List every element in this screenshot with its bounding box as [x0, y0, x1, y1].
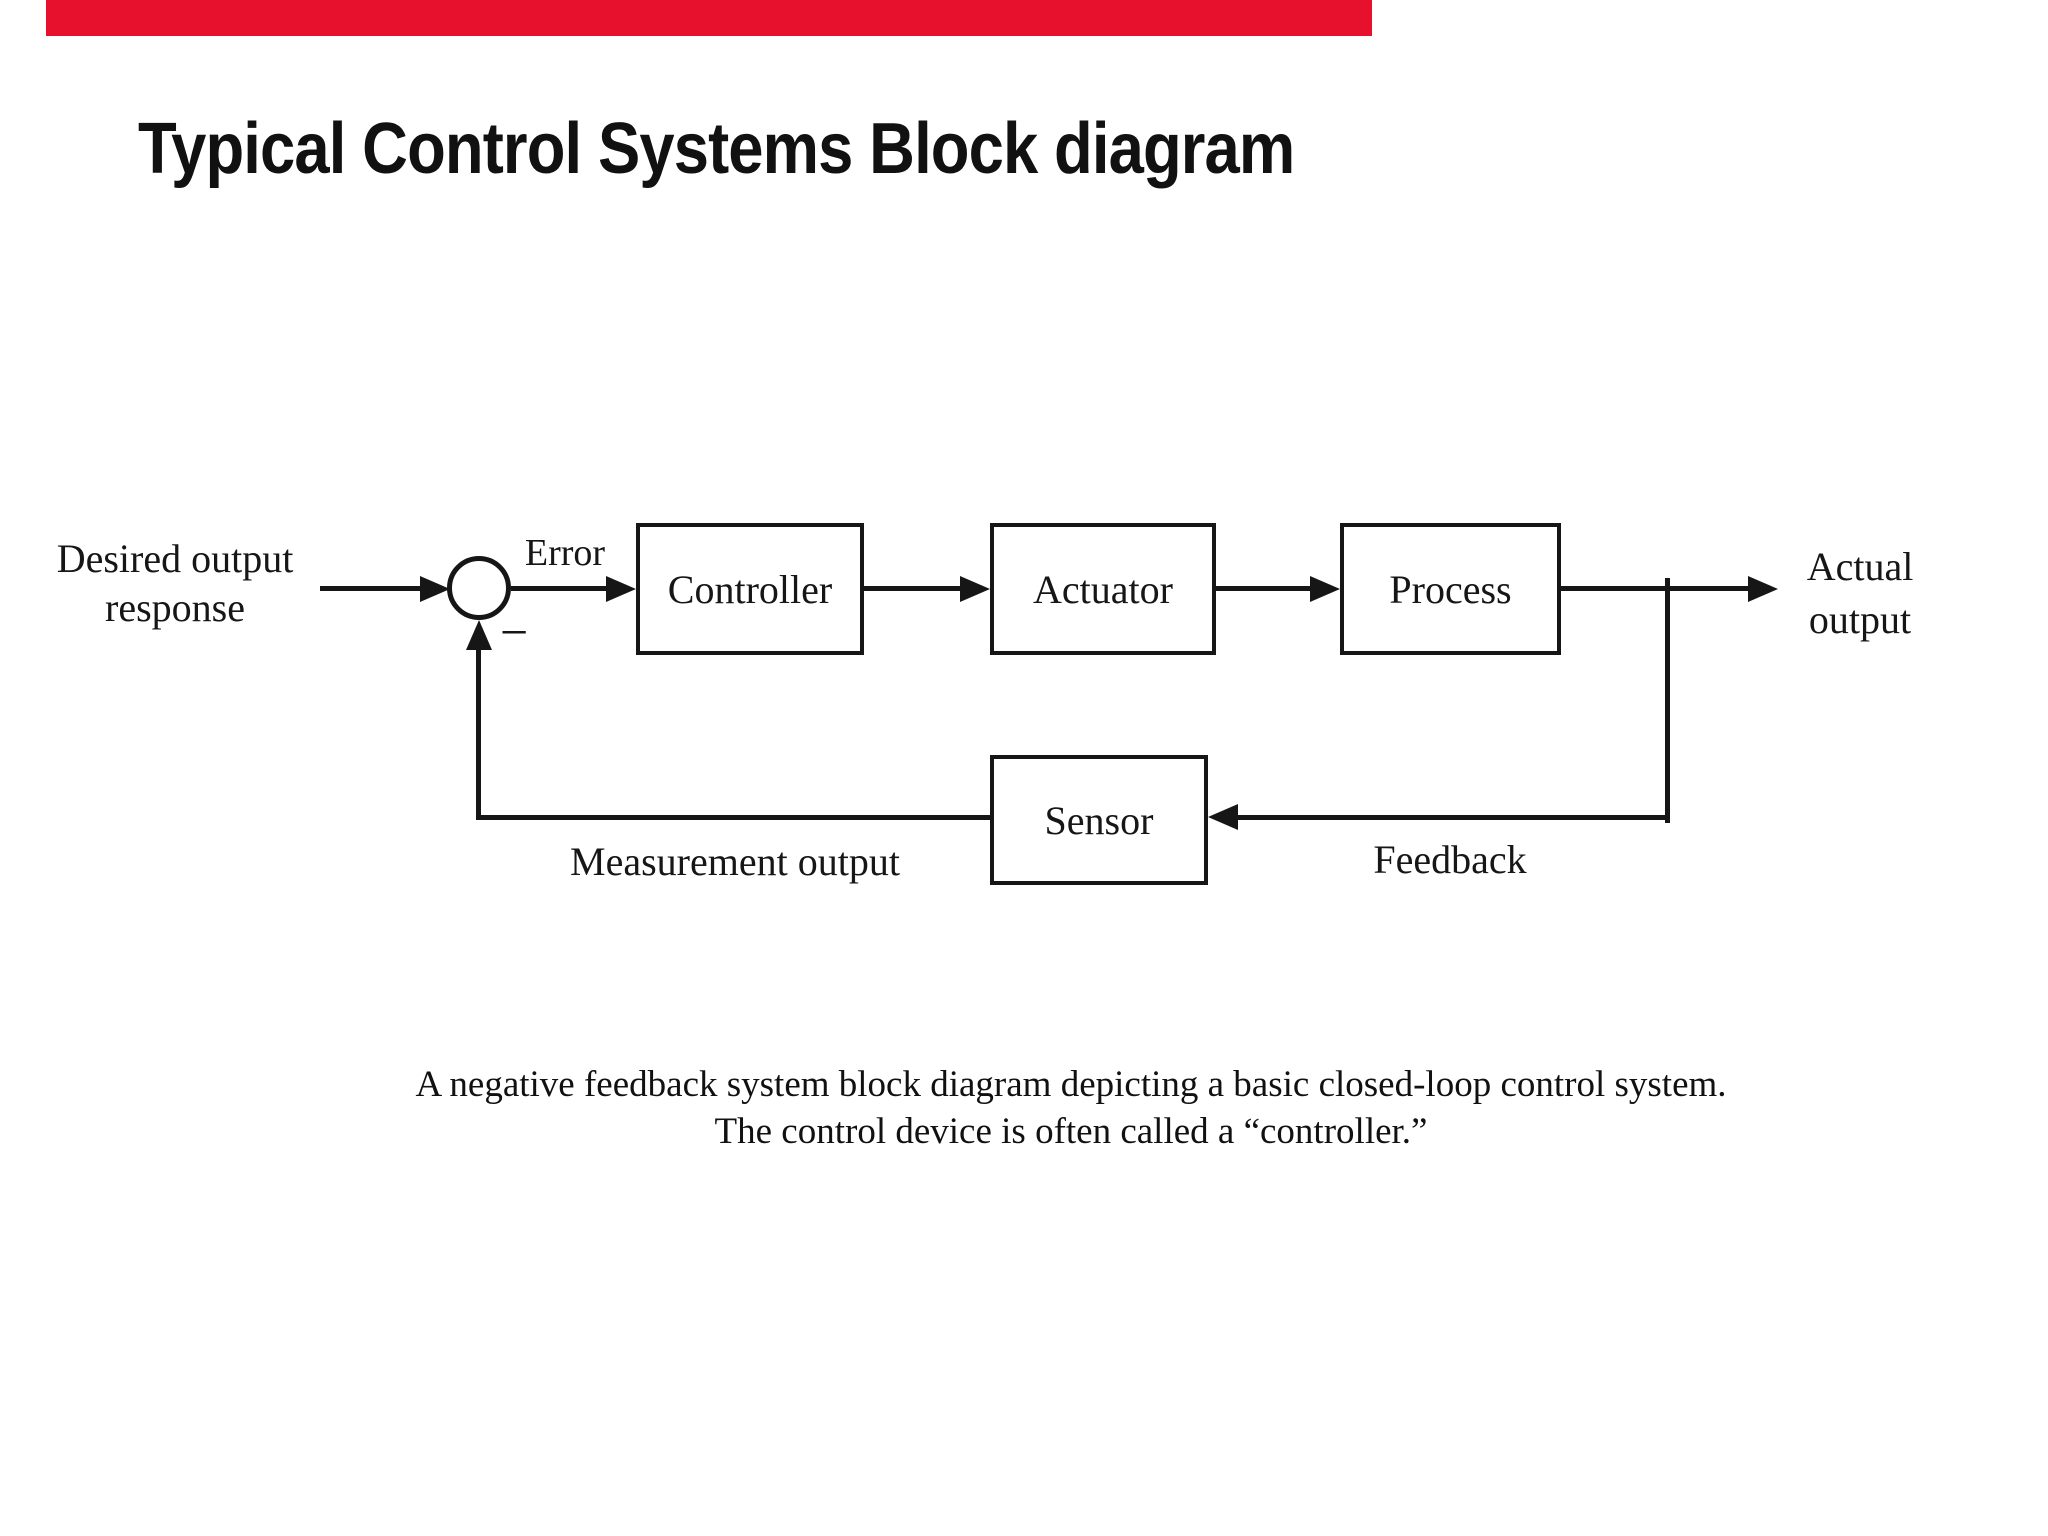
block-actuator: Actuator	[990, 523, 1216, 655]
page-title: Typical Control Systems Block diagram	[138, 109, 1295, 189]
input-arrowhead-icon	[420, 576, 450, 602]
block-controller: Controller	[636, 523, 864, 655]
actual-output-label: Actual output	[1790, 540, 1930, 646]
error-arrowhead-icon	[606, 576, 636, 602]
actual-output-line2: output	[1808, 597, 1912, 642]
actuator-label: Actuator	[1033, 566, 1173, 612]
sensor-label: Sensor	[1044, 797, 1154, 843]
summing-junction	[447, 556, 511, 620]
minus-sign-label: −	[500, 604, 529, 660]
feedback-flow-line	[1238, 815, 1670, 820]
error-label: Error	[524, 532, 606, 574]
output-arrowhead-icon	[1748, 576, 1778, 602]
measurement-output-label: Measurement output	[570, 839, 900, 884]
caption-line1: A negative feedback system block diagram…	[415, 1064, 1727, 1105]
actuator-process-line	[1216, 586, 1312, 591]
controller-actuator-arrowhead-icon	[960, 576, 990, 602]
feedback-branch-line	[1665, 578, 1670, 823]
desired-output-label: Desired output response	[30, 534, 320, 632]
measurement-flow-line	[479, 815, 990, 820]
top-accent-bar	[46, 0, 1372, 36]
block-sensor: Sensor	[990, 755, 1208, 885]
output-flow-line	[1561, 586, 1750, 591]
process-label: Process	[1389, 566, 1512, 612]
feedback-label: Feedback	[1373, 837, 1527, 882]
controller-label: Controller	[667, 566, 833, 612]
caption: A negative feedback system block diagram…	[94, 1061, 2048, 1155]
actuator-process-arrowhead-icon	[1310, 576, 1340, 602]
desired-output-line1: Desired output	[56, 536, 294, 581]
measurement-up-line	[476, 646, 481, 820]
measurement-arrowhead-icon	[466, 620, 492, 650]
actual-output-line1: Actual	[1806, 544, 1914, 589]
input-flow-line	[320, 586, 422, 591]
feedback-arrowhead-icon	[1208, 804, 1238, 830]
controller-actuator-line	[864, 586, 962, 591]
desired-output-line2: response	[105, 585, 245, 630]
block-process: Process	[1340, 523, 1561, 655]
caption-line2: The control device is often called a “co…	[714, 1111, 1428, 1152]
error-flow-line	[511, 586, 608, 591]
